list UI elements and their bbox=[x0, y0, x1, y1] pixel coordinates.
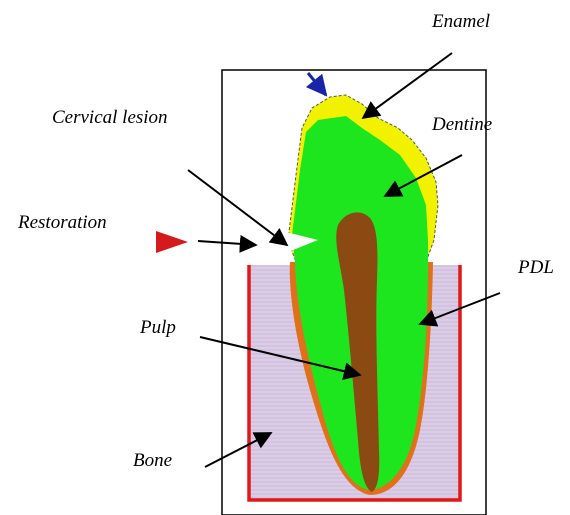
restoration-label: Restoration bbox=[18, 213, 107, 232]
pulp-label: Pulp bbox=[140, 318, 176, 337]
restoration-marker bbox=[156, 231, 188, 253]
enamel-label: Enamel bbox=[432, 12, 490, 31]
load-arrow bbox=[308, 73, 326, 95]
cervical-lesion-leader-arrow bbox=[188, 170, 287, 245]
pdl-label: PDL bbox=[518, 258, 554, 277]
restoration-leader-arrow bbox=[198, 241, 256, 245]
cervical-lesion-label: Cervical lesion bbox=[52, 108, 168, 127]
dentine-label: Dentine bbox=[432, 115, 492, 134]
enamel-leader-arrow bbox=[363, 53, 452, 118]
bone-label: Bone bbox=[133, 451, 172, 470]
